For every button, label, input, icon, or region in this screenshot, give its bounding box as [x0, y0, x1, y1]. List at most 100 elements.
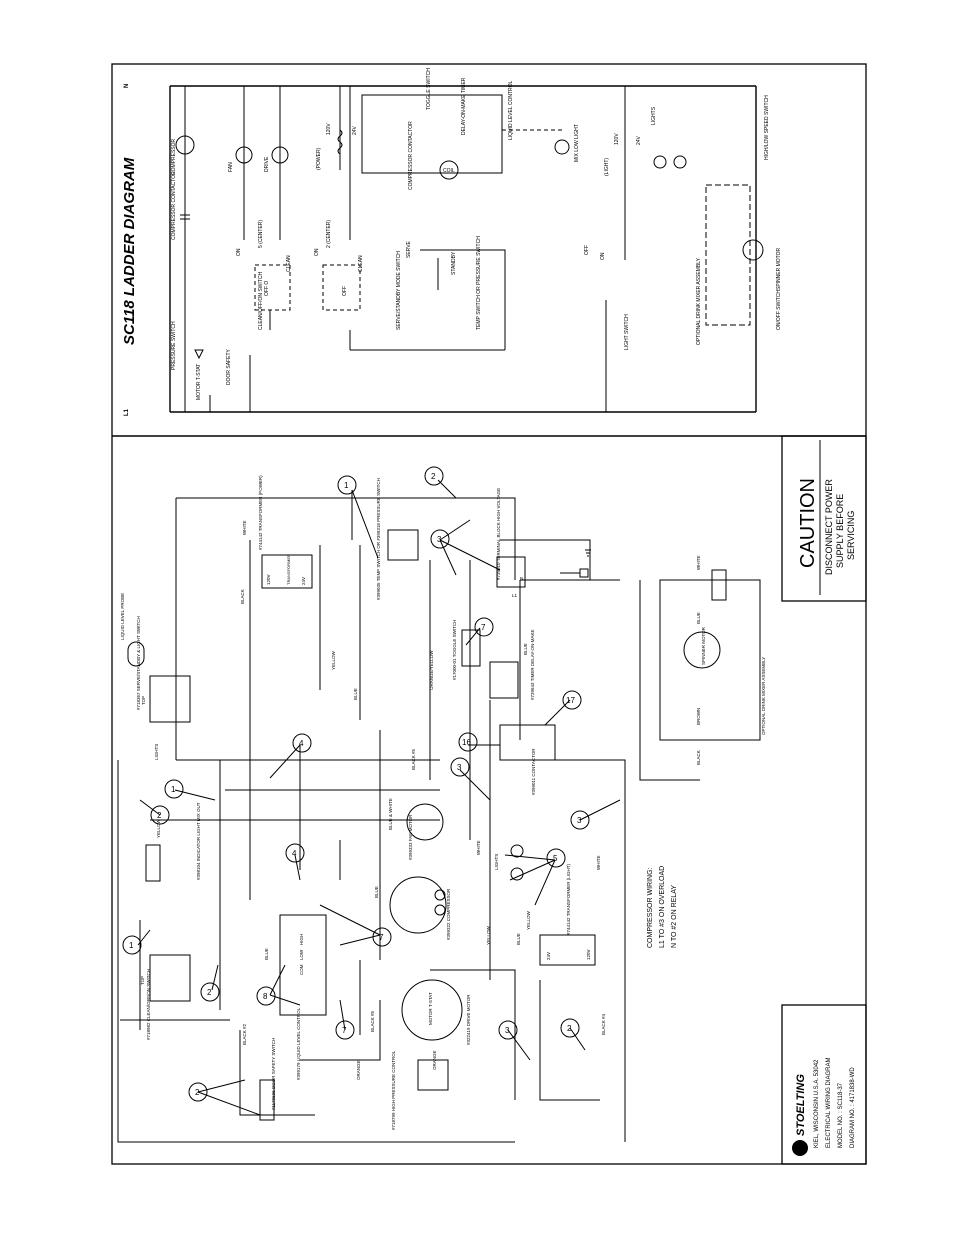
wire-white-4: WHITE	[596, 856, 601, 871]
ladder-spinner-motor	[742, 239, 764, 261]
wire-black-5b: BLACK #5	[370, 1010, 375, 1032]
drive-motor-label: #322419 DRIVE MOTOR	[466, 994, 471, 1045]
ladder-compressor-label: COMPRESSOR	[171, 138, 177, 175]
outer-border	[111, 63, 867, 1165]
optional-mixer-box	[659, 579, 761, 741]
liquid-level-control	[279, 914, 327, 1016]
ladder-24v-label-1: 24V	[352, 125, 358, 135]
ladder-light-2	[673, 155, 687, 169]
temp-pressure-switch	[387, 529, 419, 561]
toggle-switch-label: #17000-01 TOGGLE SWITCH	[452, 620, 457, 680]
ladder-light-off-label: OFF	[584, 245, 590, 255]
caution-line-3: SERVICING	[846, 511, 856, 560]
ladder-coil-label: COIL	[443, 168, 455, 174]
ladder-center5-label: 5 (CENTER)	[258, 220, 264, 248]
ladder-diagram: SC118 LADDER DIAGRAM L1 N COMPRESSOR COM…	[121, 68, 782, 416]
ladder-center2-label: 2 (CENTER)	[326, 220, 332, 248]
caution-block: CAUTION DISCONNECT POWER SUPPLY BEFORE S…	[797, 440, 856, 595]
ladder-onoff-label: ON/OFF SWITCH	[776, 290, 782, 330]
compressor-note-line2: N TO #2 ON RELAY	[671, 885, 678, 948]
ladder-lights-label: LIGHTS	[651, 106, 657, 125]
spinner-motor	[683, 631, 721, 669]
ladder-motor-tstat-label: MOTOR T-STAT	[196, 364, 202, 400]
wire-black-4: BLACK #4	[601, 1013, 606, 1035]
ladder-door-safety-label: DOOR SAFETY	[226, 348, 232, 385]
rail-n-label: N	[124, 84, 130, 88]
ladder-clean-label-1: CLEAN	[286, 255, 292, 272]
llc-high: HIGH	[299, 934, 304, 945]
ladder-serve-switch-label: SERVE/STANDBY MODE SWITCH	[396, 251, 402, 330]
transformer-power	[261, 554, 313, 589]
optional-mixer-label: OPTIONAL DRINK MIXER ASSEMBLY	[761, 657, 766, 735]
contactor	[499, 724, 556, 761]
clean-off-on-switch	[149, 954, 191, 1002]
transformer-light-120v: 120V	[586, 949, 591, 960]
indicator-light	[145, 844, 161, 882]
callout-7b: 7	[379, 933, 384, 942]
transformer-power-word: TRANSFORMER	[286, 554, 291, 585]
liquid-level-probe	[127, 641, 145, 667]
wire-blue-4: BLUE	[374, 886, 379, 898]
ladder-on-label-2: ON	[314, 248, 320, 256]
clean-switch-top: TOP	[140, 976, 145, 985]
ladder-compressor-symbol	[175, 135, 195, 155]
ladder-temp-switch-label: TEMP SWITCH OR PRESSURE SWITCH	[476, 236, 482, 330]
wire-black-1: BLACK	[240, 589, 245, 604]
terminal-n-label: N	[520, 576, 523, 581]
spinner-motor-label: SPINNER MOTOR	[701, 626, 706, 665]
door-safety-label: #1170636 DOOR SAFETY SWITCH	[271, 1038, 276, 1110]
ladder-coil-contactor-label: COMPRESSOR CONTACTOR	[408, 121, 414, 190]
wire-black-2: BLACK	[696, 750, 701, 765]
ladder-comp-contactor-label: COMPRESSOR CONTACTOR	[171, 171, 177, 240]
transformer-light-24v: 24V	[546, 952, 551, 960]
callout-7a: 7	[481, 623, 486, 632]
callout-2b: 2	[157, 811, 162, 820]
transformer-power-label: #744142 TRANSFORMER (POWER)	[258, 475, 263, 550]
diagram-number: DIAGRAM NO. : 4171838-WD	[850, 1067, 856, 1148]
ladder-mix-low-light	[554, 139, 570, 155]
wire-blue-5: BLUE	[516, 933, 521, 945]
model-number: MODEL NO. : SC118-37	[838, 1082, 844, 1148]
wire-blue-3: BLUE	[696, 612, 701, 624]
callout-2e: 2	[195, 1088, 200, 1097]
ladder-title: SC118 LADDER DIAGRAM	[121, 157, 138, 345]
drive-motor	[401, 979, 463, 1041]
ladder-120v-label-2: 120V	[614, 133, 620, 145]
high-pressure-control	[417, 1059, 449, 1091]
ladder-mix-low-label: MIX LOW LIGHT	[574, 124, 580, 162]
ladder-spinner-label: SPINNER MOTOR	[776, 247, 782, 290]
wire-black-2-label: BLACK #2	[242, 1023, 247, 1045]
wire-yellow-2: YELLOW	[156, 818, 161, 838]
ladder-drive-label: DRIVE	[264, 156, 270, 172]
ladder-timer-label: DELAY-ON-MAKE TIMER	[461, 77, 467, 135]
liquid-level-control-label: #399179 LIQUID LEVEL CONTROL	[296, 1007, 301, 1080]
ladder-drive-motor	[271, 146, 289, 164]
ladder-control-box	[361, 94, 503, 174]
ladder-light-paren-label: (LIGHT)	[604, 158, 610, 176]
ladder-mixer-box	[705, 184, 751, 326]
wire-yellow-1: YELLOW	[331, 650, 336, 670]
fan-motor	[406, 803, 444, 841]
callout-8: 8	[263, 992, 268, 1001]
wire-white-3: WHITE	[476, 841, 481, 856]
compressor-label: #399322 COMPRESSOR	[446, 888, 451, 940]
ladder-off-label-1: OFF O	[264, 281, 270, 296]
llc-low: LOW	[299, 949, 304, 960]
doc-title: ELECTRICAL WIRING DIAGRAM	[826, 1058, 832, 1148]
light-bulb-1	[510, 844, 524, 858]
ground-symbol	[585, 549, 591, 557]
terminal-block	[496, 556, 526, 588]
ladder-light-on-label: ON	[600, 252, 606, 260]
ladder-toggle-label: TOGGLE SWITCH	[426, 68, 432, 110]
ladder-standby-label: STANDBY	[451, 251, 457, 275]
stoelting-logo-icon	[792, 1140, 808, 1156]
brand-name: STOELTING	[795, 1074, 807, 1136]
callout-3b: 3	[457, 763, 462, 772]
callout-3d: 3	[505, 1026, 510, 1035]
ladder-pressure-switch-label: PRESSURE SWITCH	[171, 321, 177, 370]
terminal-l1-label: L1	[512, 593, 518, 598]
callout-4b: 4	[292, 849, 297, 858]
ladder-light-1	[653, 155, 667, 169]
callout-3c: 3	[577, 816, 582, 825]
